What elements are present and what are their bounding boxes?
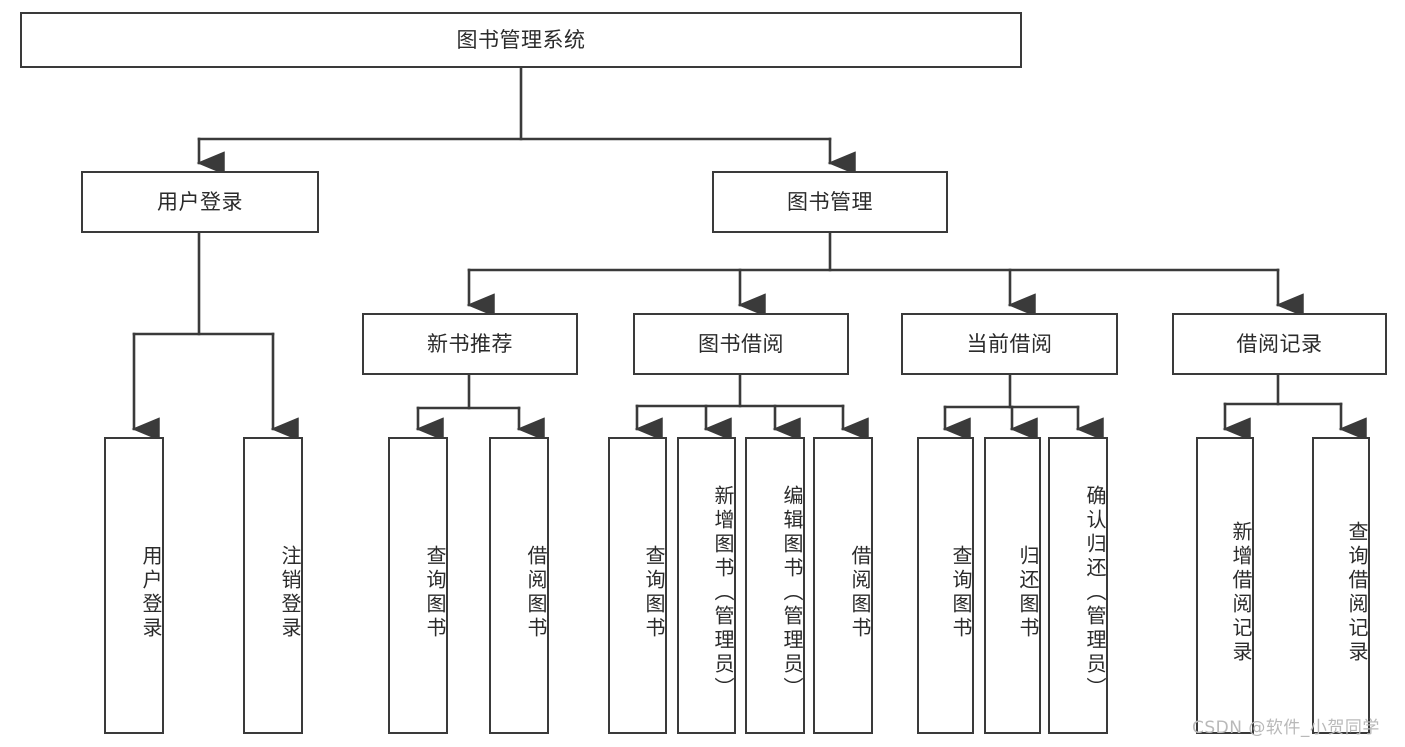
node-label: 新增图书（管理员）: [711, 484, 735, 701]
leaf-edit-book-admin[interactable]: 编辑图书（管理员）: [745, 437, 805, 734]
leaf-query-books-new[interactable]: 查询图书: [388, 437, 448, 734]
node-borrow-records[interactable]: 借阅记录: [1172, 313, 1387, 375]
node-label: 借阅图书: [524, 544, 548, 641]
node-label: 用户登录: [139, 544, 163, 641]
node-current-borrow[interactable]: 当前借阅: [901, 313, 1118, 375]
leaf-query-books-current[interactable]: 查询图书: [917, 437, 974, 734]
watermark: CSDN @软件_小贺同学: [1192, 718, 1380, 738]
node-label: 图书管理系统: [456, 27, 586, 52]
leaf-add-book-admin[interactable]: 新增图书（管理员）: [677, 437, 736, 734]
node-label: 查询图书: [642, 544, 666, 641]
node-label: 图书管理: [787, 189, 873, 214]
leaf-user-login[interactable]: 用户登录: [104, 437, 164, 734]
node-label: 编辑图书（管理员）: [780, 484, 804, 701]
node-label: 注销登录: [278, 544, 302, 641]
leaf-confirm-return-admin[interactable]: 确认归还（管理员）: [1048, 437, 1108, 734]
node-book-borrow[interactable]: 图书借阅: [633, 313, 849, 375]
leaf-borrow-book[interactable]: 借阅图书: [813, 437, 873, 734]
node-user-login[interactable]: 用户登录: [81, 171, 319, 233]
leaf-query-borrow-record[interactable]: 查询借阅记录: [1312, 437, 1370, 734]
node-label: 用户登录: [157, 189, 243, 214]
leaf-borrow-books-new[interactable]: 借阅图书: [489, 437, 549, 734]
node-label: 图书借阅: [698, 331, 784, 356]
leaf-return-book[interactable]: 归还图书: [984, 437, 1041, 734]
node-label: 归还图书: [1016, 544, 1040, 641]
node-label: 新增借阅记录: [1229, 520, 1253, 665]
node-new-book-recommend[interactable]: 新书推荐: [362, 313, 578, 375]
node-label: 查询借阅记录: [1345, 520, 1369, 665]
node-label: 借阅记录: [1236, 331, 1323, 356]
leaf-add-borrow-record[interactable]: 新增借阅记录: [1196, 437, 1254, 734]
node-label: 查询图书: [949, 544, 973, 641]
node-label: 确认归还（管理员）: [1083, 484, 1107, 701]
node-label: 查询图书: [423, 544, 447, 641]
node-label: 借阅图书: [848, 544, 872, 641]
node-label: 新书推荐: [427, 331, 513, 356]
leaf-query-books-borrow[interactable]: 查询图书: [608, 437, 667, 734]
node-root-system[interactable]: 图书管理系统: [20, 12, 1022, 68]
node-book-management[interactable]: 图书管理: [712, 171, 948, 233]
node-label: 当前借阅: [966, 331, 1053, 356]
leaf-user-logout[interactable]: 注销登录: [243, 437, 303, 734]
